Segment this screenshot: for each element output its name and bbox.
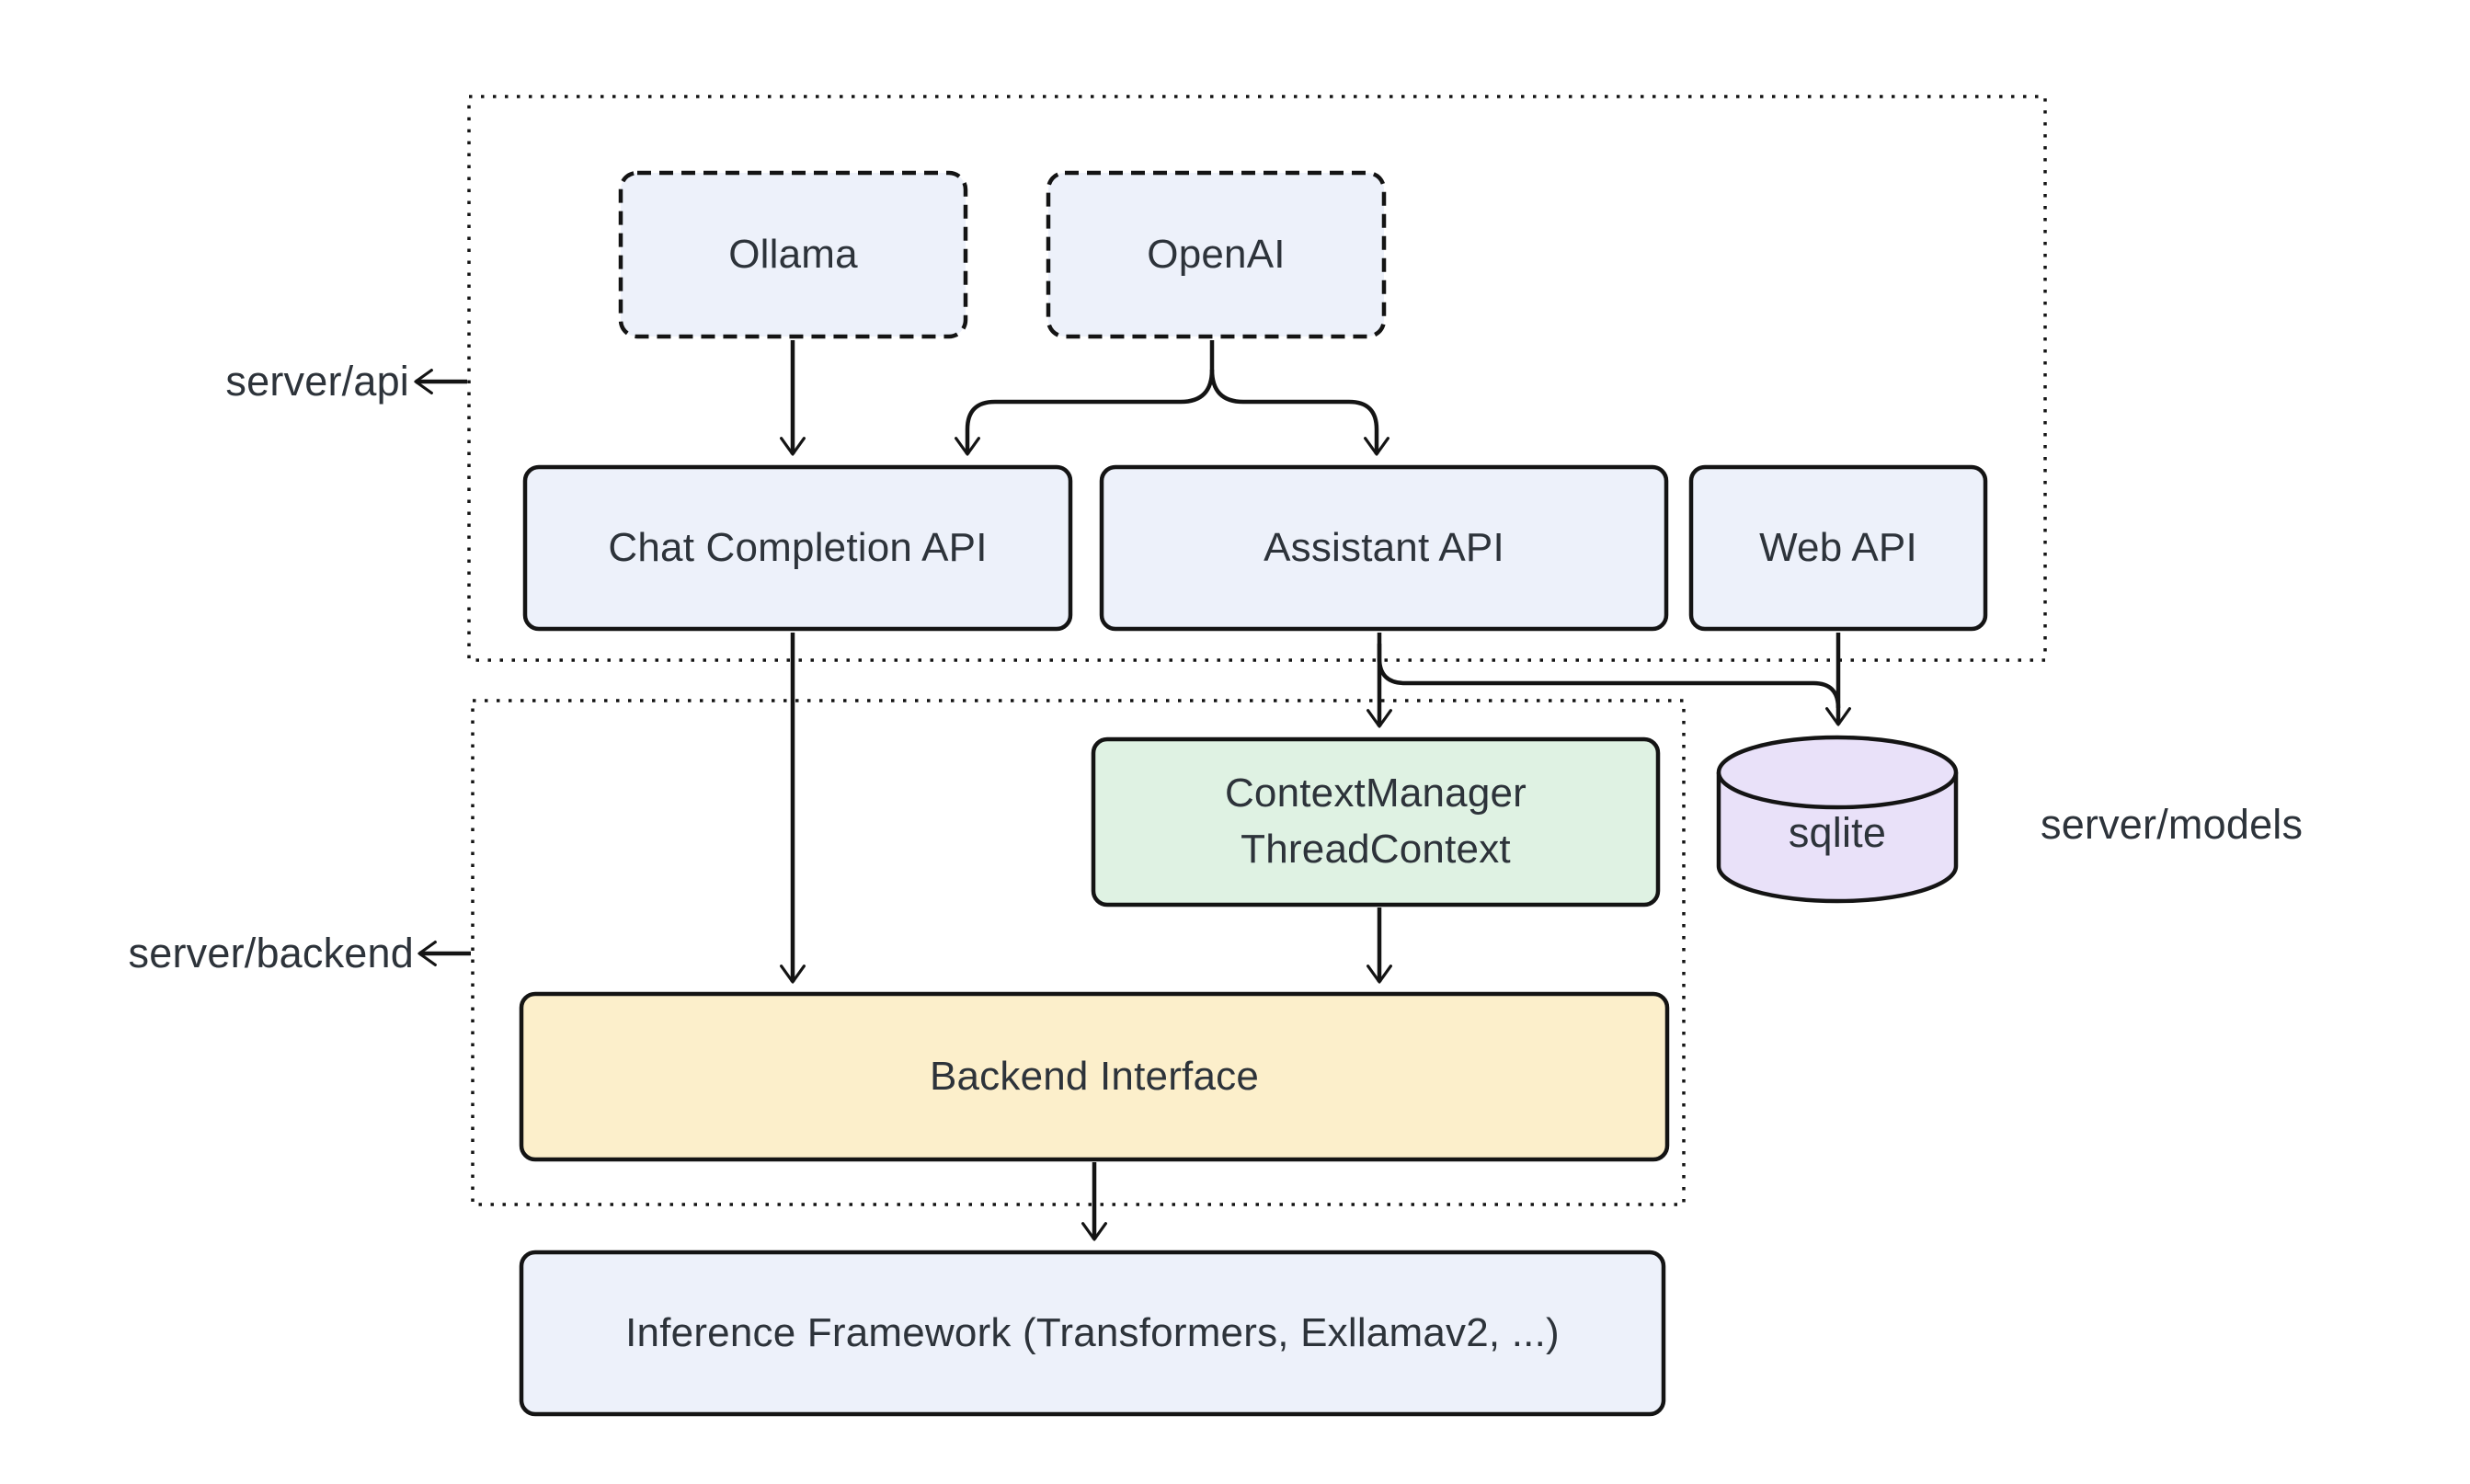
sqlite-node-label: sqlite <box>1788 809 1887 856</box>
backend-interface-node-label: Backend Interface <box>929 1054 1260 1099</box>
openai-node-box <box>1046 170 1387 339</box>
chat-completion-api-node-box <box>522 464 1073 632</box>
server-models-label: server/models <box>2041 801 2304 848</box>
chat-completion-api-node-label: Chat Completion API <box>608 525 988 570</box>
inference-framework-node-box <box>519 1250 1666 1417</box>
context-manager-node-label: ContextManager ThreadContext <box>1093 739 1658 905</box>
context-manager-node-box <box>1091 736 1661 908</box>
sqlite-database-cylinder <box>1716 735 1959 904</box>
ollama-node-label: Ollama <box>728 232 858 277</box>
ollama-node-box <box>618 170 968 339</box>
web-api-node-label: Web API <box>1759 525 1917 570</box>
server-api-container-label: server/api <box>225 358 409 405</box>
context-manager-line2: ThreadContext <box>1241 827 1511 872</box>
assistant-api-node-box <box>1099 464 1669 632</box>
backend-interface-node-box <box>519 991 1670 1162</box>
inference-framework-node-label: Inference Framework (Transformers, Exlla… <box>625 1310 1560 1355</box>
context-manager-line1: ContextManager <box>1224 771 1527 816</box>
server-backend-container-frame <box>471 699 1686 1206</box>
edge-openai-to-assistant <box>1209 369 1389 456</box>
openai-node-label: OpenAI <box>1147 232 1286 277</box>
web-api-node-box <box>1688 464 1988 632</box>
edge-assistant-branch-to-sqlite <box>1377 644 1841 709</box>
edge-openai-to-chat <box>955 340 1215 456</box>
assistant-api-node-label: Assistant API <box>1264 525 1504 570</box>
server-backend-container-label: server/backend <box>128 930 414 976</box>
